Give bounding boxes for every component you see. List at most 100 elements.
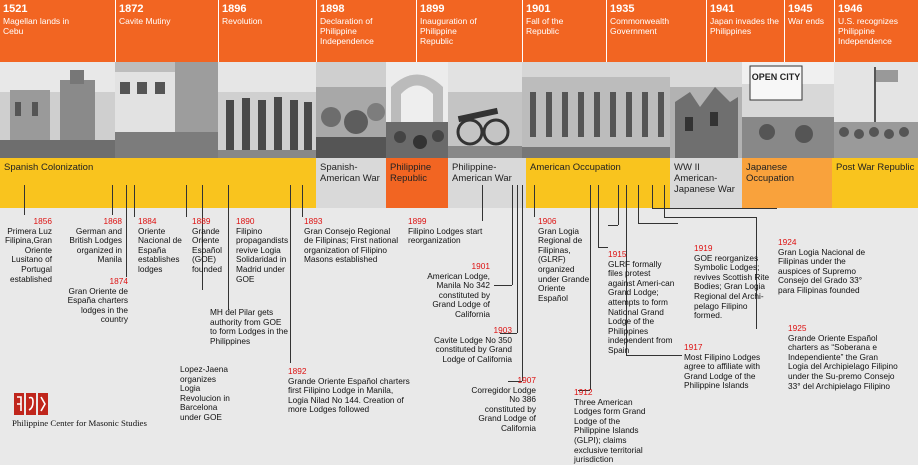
era-philippine-republic: Philippine Republic (386, 158, 448, 208)
event-text: Grande Oriente Español charters first Fi… (288, 375, 410, 415)
year-description: Inauguration of Philippine Republic (420, 16, 477, 46)
event-del-pilar: MH del Pilar gets authority from GOE to … (210, 307, 290, 346)
event-year: 1892 (288, 366, 307, 376)
event-year: 1884 (138, 216, 157, 226)
event-text: GLRF formally files protest against Amer… (608, 258, 675, 355)
year-description: Japan invades the Philippines (710, 16, 779, 36)
event-year: 1917 (684, 342, 703, 352)
year-label: 1898 (320, 3, 345, 15)
event-text: Cavite Lodge No 350 constituted by Grand… (434, 334, 512, 364)
event-year: 1856 (33, 216, 52, 226)
photo-cavite-street (115, 62, 218, 158)
event-text: Grande Oriente Español charters as “Sobe… (788, 332, 898, 391)
event-text: Primera Luz Filipina,Gran Oriente Lusita… (4, 225, 52, 284)
event-text: Gran Logia Regional de Filipinas, (GLRF)… (538, 225, 590, 303)
era-japanese-occupation: Japanese Occupation (742, 158, 832, 208)
event-text: MH del Pilar gets authority from GOE to … (210, 307, 288, 346)
event-year: 1901 (471, 261, 490, 271)
open-city-sign-text: OPEN CITY (752, 72, 801, 82)
year-label: 1901 (526, 3, 551, 15)
event-text: Filipino Lodges start reorganization (408, 225, 483, 246)
era-label: American Occupation (530, 162, 621, 173)
era-label: Spanish-American War (320, 162, 380, 184)
photo-magellan-church (0, 62, 115, 158)
event-text: Gran Oriente de España charters lodges i… (67, 285, 128, 325)
year-label: 1945 (788, 3, 813, 15)
photo-bombed-building (670, 62, 742, 158)
event-text: American Lodge, Manila No 342 constitute… (427, 270, 490, 319)
photo-cannon (448, 62, 522, 158)
pcms-logo-icon (14, 393, 48, 415)
event-text: Gran Consejo Regional de Filipinas; Firs… (304, 225, 399, 265)
year-description: Fall of the Republic (526, 16, 564, 36)
event-year: 1907 (517, 375, 536, 385)
event-year: 1903 (493, 325, 512, 335)
event-text: Most Filipino Lodges agree to affiliate … (684, 351, 761, 391)
event-year: 1868 (103, 216, 122, 226)
event-year: 1912 (574, 387, 593, 397)
era-spanish-american-war: Spanish-American War (316, 158, 386, 208)
year-description: Magellan lands in Cebu (3, 16, 70, 36)
event-text: Lopez-Jaena organizes Logia Revolucion i… (180, 364, 230, 422)
photo-government-building (522, 62, 670, 158)
era-label: Spanish Colonization (4, 162, 94, 173)
era-ww2: WW II American-Japanese War (670, 158, 742, 208)
era-label: WW II American-Japanese War (674, 162, 735, 195)
year-label: 1946 (838, 3, 863, 15)
event-text: Corregidor Lodge No 386 constituted by G… (471, 384, 536, 433)
photo-independence-crowd (316, 62, 386, 158)
year-label: 1896 (222, 3, 247, 15)
year-label: 1521 (3, 3, 28, 15)
year-description: War ends (788, 16, 825, 26)
event-year: 1890 (236, 216, 255, 226)
era-label: Philippine-American War (452, 162, 512, 184)
event-year: 1915 (608, 249, 627, 259)
photo-open-city-sign: OPEN CITY (742, 62, 834, 158)
era-label: Japanese Occupation (746, 162, 795, 184)
year-description: Commonwealth Government (610, 16, 670, 36)
event-year: 1919 (694, 243, 713, 253)
event-text: German and British Lodges organized in M… (69, 225, 122, 265)
event-year: 1925 (788, 323, 807, 333)
era-label: Philippine Republic (390, 162, 432, 184)
year-label: 1872 (119, 3, 144, 15)
event-year: 1906 (538, 216, 557, 226)
era-spanish-colonization: Spanish Colonization (0, 158, 316, 208)
organization-name: Philippine Center for Masonic Studies (12, 418, 147, 428)
historical-photo-strip: OPEN CITY (0, 62, 918, 158)
era-philippine-american-war: Philippine-American War (448, 158, 526, 208)
event-text: Gran Logia Nacional de Filipinas under t… (778, 246, 866, 295)
era-label: Post War Republic (836, 162, 915, 173)
event-text: Grande Oriente Español (GOE) founded (192, 225, 222, 274)
event-year: 1899 (408, 216, 427, 226)
event-year: 1889 (192, 216, 211, 226)
photo-malolos-arch (386, 62, 448, 158)
year-label: 1941 (710, 3, 735, 15)
event-year: 1893 (304, 216, 323, 226)
photo-flag-ceremony (834, 62, 918, 158)
